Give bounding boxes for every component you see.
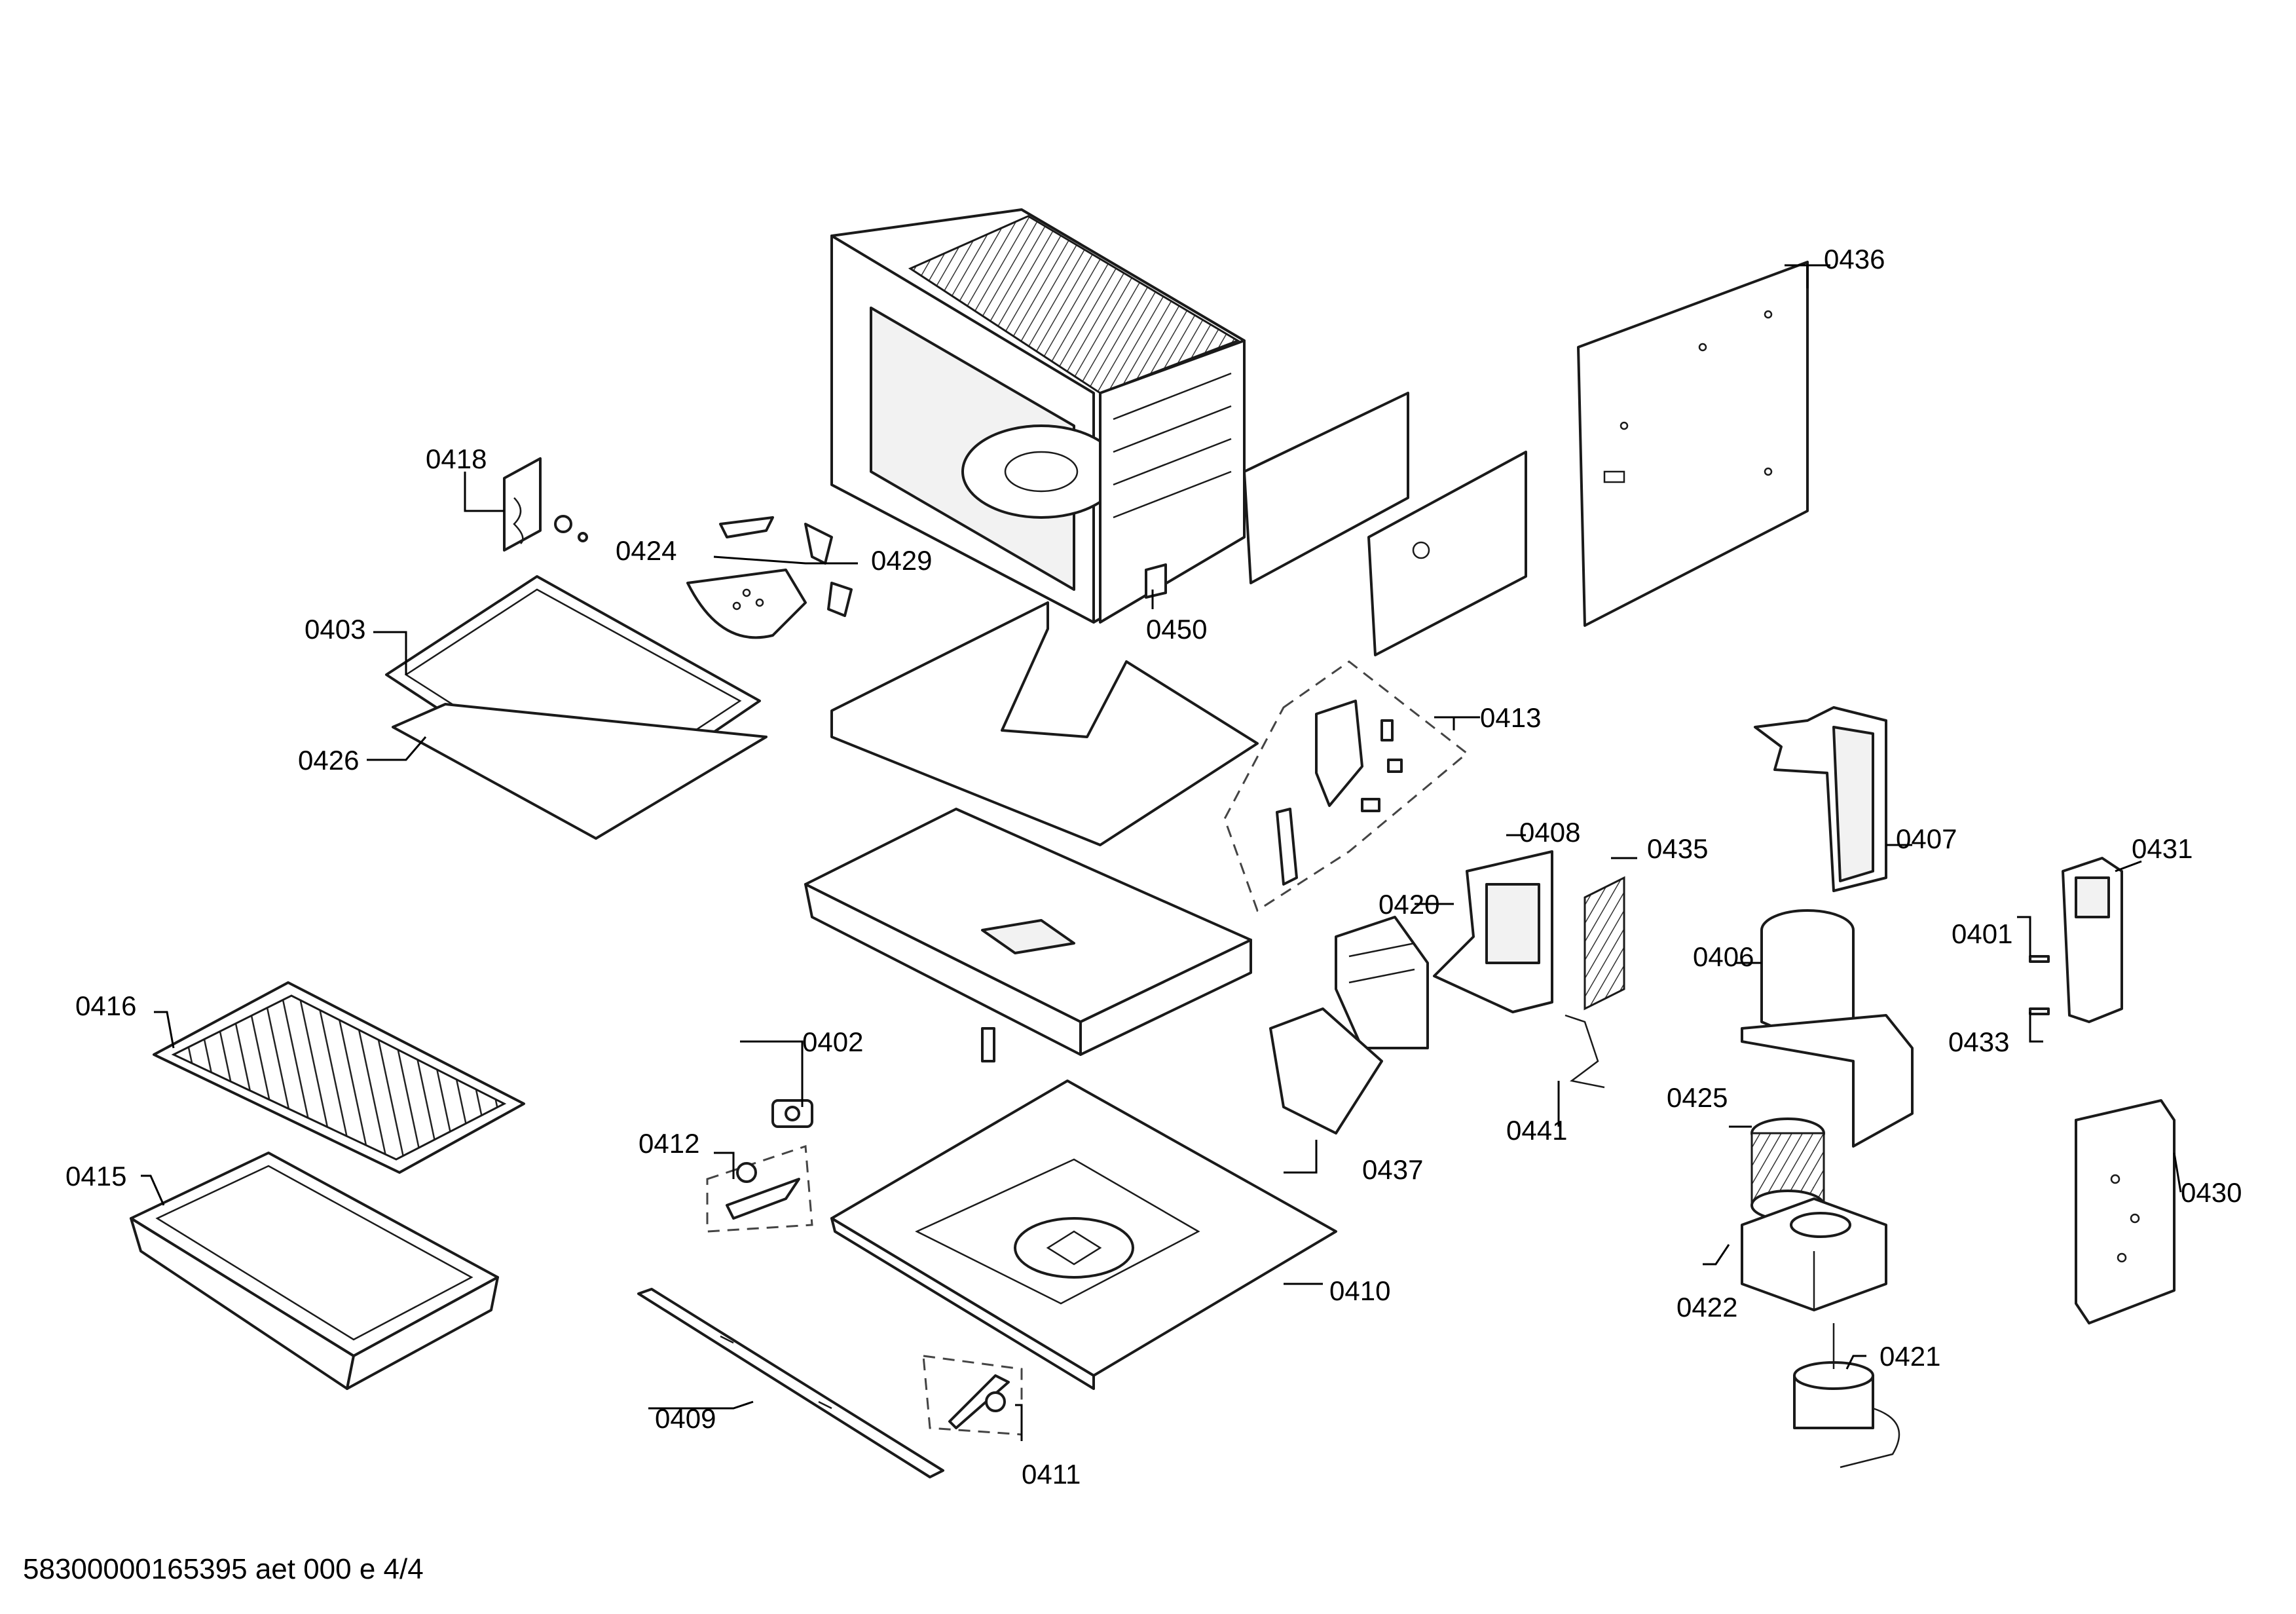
- label-0420: 0420: [1379, 889, 1439, 920]
- air-duct-part: [1754, 706, 1887, 892]
- label-0450: 0450: [1146, 614, 1207, 645]
- label-0436: 0436: [1824, 244, 1885, 274]
- label-0416: 0416: [75, 990, 136, 1021]
- label-0429: 0429: [871, 545, 932, 576]
- door-glass-panels-part: [385, 575, 768, 840]
- hinge-bracket-part: [706, 1144, 813, 1233]
- front-rail-part: [637, 1288, 944, 1478]
- leader-lines: [141, 264, 2182, 1441]
- power-board-part: [2075, 1099, 2176, 1324]
- label-0435: 0435: [1647, 833, 1708, 864]
- bottom-base-part: [830, 1079, 1337, 1390]
- label-0425: 0425: [1667, 1082, 1728, 1113]
- switch-group-part: [1223, 660, 1469, 912]
- label-0418: 0418: [426, 443, 487, 474]
- document-id-footer: 58300000165395 aet 000 e 4/4: [23, 1553, 424, 1585]
- label-0430: 0430: [2181, 1177, 2242, 1208]
- label-0437: 0437: [1362, 1154, 1423, 1185]
- label-0424: 0424: [616, 535, 676, 566]
- baking-tray-part: [130, 1152, 499, 1390]
- label-0403: 0403: [305, 614, 365, 645]
- label-0415: 0415: [65, 1161, 126, 1192]
- wire-rack-part: [153, 981, 525, 1174]
- label-0409: 0409: [655, 1403, 716, 1434]
- label-0410: 0410: [1329, 1275, 1390, 1306]
- label-0426: 0426: [298, 745, 359, 776]
- label-0408: 0408: [1519, 817, 1580, 848]
- back-panel-part: [1577, 261, 1809, 627]
- control-board-part: [2029, 857, 2123, 1023]
- lamp-glass-part: [503, 457, 588, 552]
- label-0402: 0402: [802, 1026, 863, 1057]
- motor-bracket-part: [1741, 1197, 1887, 1311]
- label-0421: 0421: [1879, 1341, 1940, 1372]
- motor-housing-cluster-part: [1269, 850, 1625, 1135]
- clip-part: [1145, 563, 1167, 599]
- thermostat-part: [771, 1099, 813, 1128]
- label-0411: 0411: [1022, 1459, 1081, 1490]
- label-0431: 0431: [2132, 833, 2193, 864]
- side-panels-part: [1243, 392, 1527, 656]
- top-cover-plate-part: [830, 601, 1259, 846]
- label-0407: 0407: [1896, 823, 1957, 854]
- fan-housing-part: [1741, 909, 1914, 1148]
- oven-cavity-part: [830, 208, 1246, 624]
- label-0412: 0412: [639, 1128, 699, 1159]
- base-pan-part: [804, 808, 1252, 1062]
- label-0401: 0401: [1952, 918, 2012, 949]
- label-0433: 0433: [1948, 1026, 2009, 1057]
- label-0441: 0441: [1506, 1115, 1567, 1146]
- part-labels: 0436 0418 0424 0429 0403 0450 0426 0413 …: [65, 244, 2242, 1490]
- label-0422: 0422: [1676, 1292, 1737, 1323]
- fan-cover-part: [686, 516, 853, 639]
- lower-hinge-part: [922, 1355, 1023, 1436]
- label-0413: 0413: [1480, 702, 1541, 733]
- fan-motor-part: [1793, 1323, 1900, 1469]
- label-0406: 0406: [1693, 941, 1754, 972]
